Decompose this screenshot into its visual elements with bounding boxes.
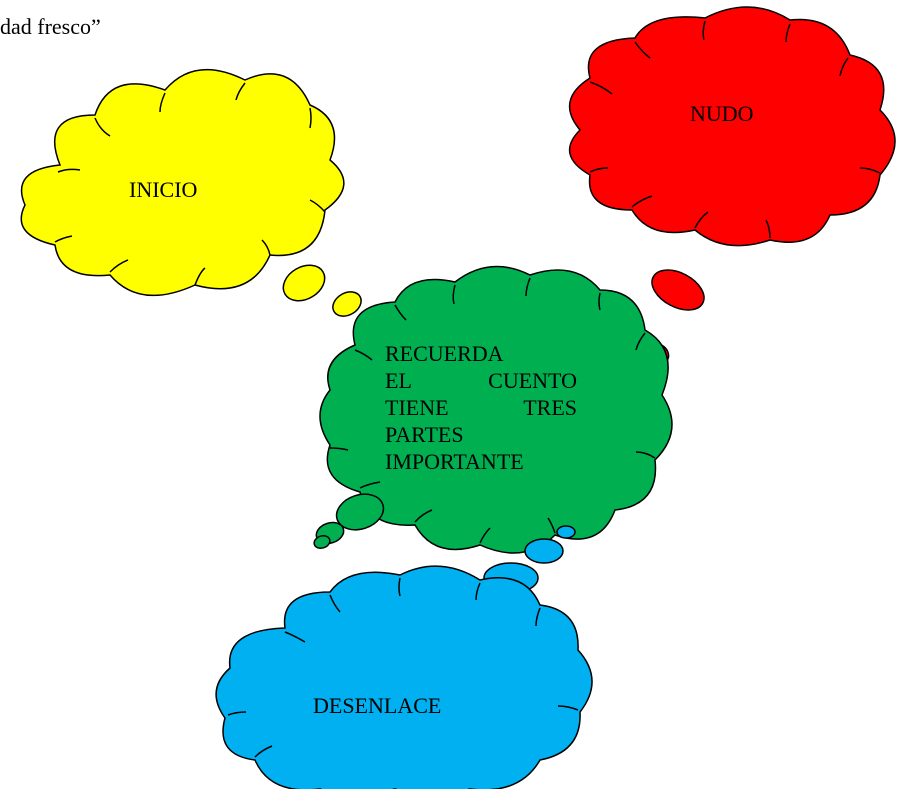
- label-inicio: INICIO: [129, 177, 198, 202]
- label-nudo: NUDO: [690, 101, 754, 126]
- top-text-fragment: dad fresco”: [0, 14, 101, 39]
- center-word: EL: [385, 368, 412, 393]
- cloud-desenlace: [215, 565, 593, 789]
- center-cloud-text: RECUERDA EL CUENTO TIENE TRES PARTES IMPOR…: [385, 340, 577, 475]
- center-word: RECUERDA: [385, 341, 504, 366]
- center-line-5: IMPORTANTE: [385, 448, 577, 475]
- center-word: TIENE: [385, 395, 449, 420]
- cloud-nudo: [568, 6, 896, 247]
- cloud-inicio: [20, 68, 345, 297]
- center-word: PARTES: [385, 422, 464, 447]
- label-desenlace: DESENLACE: [313, 693, 442, 718]
- center-line-4: PARTES: [385, 421, 577, 448]
- center-line-1: RECUERDA: [385, 340, 577, 367]
- center-word: CUENTO: [488, 368, 577, 393]
- center-line-3: TIENE TRES: [385, 394, 577, 421]
- center-word: IMPORTANTE: [385, 449, 524, 474]
- bubbles-center: [313, 493, 385, 549]
- center-line-2: EL CUENTO: [385, 367, 577, 394]
- cloud-center: [319, 265, 673, 554]
- center-word: TRES: [523, 395, 577, 420]
